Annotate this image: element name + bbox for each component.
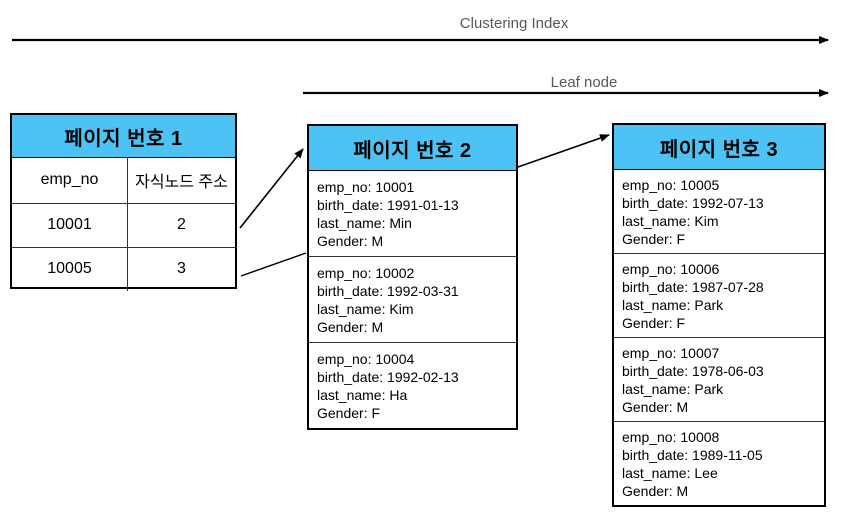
record-field-birth_date: birth_date: 1987-07-28 [622,279,764,295]
record-field-last_name: last_name: Ha [317,387,408,403]
clustering-index-label: Clustering Index [459,15,569,32]
record: emp_no: 10006 birth_date: 1987-07-28 last_… [614,253,824,337]
record: emp_no: 10001 birth_date: 1991-01-13 last_… [309,171,516,256]
page2-table: 페이지 번호 2 emp_no: 10001 birth_date: 1991-0… [307,124,518,430]
leaf-node-label: Leaf node [550,74,618,91]
record-field-emp_no: emp_no: 10005 [622,177,720,193]
page1-column-header-0: emp_no [40,171,99,189]
record: emp_no: 10005 birth_date: 1992-07-13 last_… [614,170,824,253]
record-field-birth_date: birth_date: 1992-02-13 [317,369,459,385]
record-field-last_name: last_name: Park [622,381,724,397]
record-field-birth_date: birth_date: 1991-01-13 [317,197,459,213]
record-field-gender: Gender: M [317,233,384,249]
page1-title: 페이지 번호 1 [12,115,235,158]
page1-row-10001-to-page2-arrow [239,148,304,229]
record-field-gender: Gender: F [622,315,686,331]
page1-key-cell: 10005 [12,246,127,291]
page3-title: 페이지 번호 3 [614,125,824,170]
record-field-gender: Gender: F [317,405,381,421]
record-field-gender: Gender: F [622,231,686,247]
record-field-last_name: last_name: Lee [622,465,718,481]
record-field-gender: Gender: M [622,399,689,415]
record-field-last_name: last_name: Kim [622,213,719,229]
record-field-birth_date: birth_date: 1992-03-31 [317,283,459,299]
record-field-emp_no: emp_no: 10008 [622,429,720,445]
record: emp_no: 10007 birth_date: 1978-06-03 last_… [614,337,824,421]
record-field-gender: Gender: M [317,319,384,335]
record-field-birth_date: birth_date: 1992-07-13 [622,195,764,211]
page1-column-header-1: 자식노드 주소 [127,158,235,203]
page1-child-address-cell: 3 [127,246,235,291]
page1-row-10005-pointer-line [240,252,307,277]
page2-records: emp_no: 10001 birth_date: 1991-01-13 last_… [309,171,516,428]
page1-key-cell: 10001 [12,202,127,247]
record-field-emp_no: emp_no: 10004 [317,351,415,367]
page1-child-address-cell: 2 [127,202,235,247]
page3-records: emp_no: 10005 birth_date: 1992-07-13 last_… [614,170,824,505]
record-field-last_name: last_name: Min [317,215,412,231]
page2-title: 페이지 번호 2 [309,126,516,171]
record: emp_no: 10002 birth_date: 1992-03-31 last_… [309,256,516,342]
record: emp_no: 10008 birth_date: 1989-11-05 last_… [614,421,824,505]
page2-to-page3-arrow [517,134,610,168]
page3-table: 페이지 번호 3 emp_no: 10005 birth_date: 1992-0… [612,123,826,507]
record-field-emp_no: emp_no: 10002 [317,265,415,281]
record-field-gender: Gender: M [622,483,689,499]
record: emp_no: 10004 birth_date: 1992-02-13 last_… [309,342,516,428]
record-field-emp_no: emp_no: 10007 [622,345,720,361]
record-field-birth_date: birth_date: 1989-11-05 [622,447,763,463]
record-field-emp_no: emp_no: 10006 [622,261,720,277]
record-field-emp_no: emp_no: 10001 [317,179,415,195]
record-field-birth_date: birth_date: 1978-06-03 [622,363,764,379]
record-field-last_name: last_name: Kim [317,301,414,317]
record-field-last_name: last_name: Park [622,297,724,313]
